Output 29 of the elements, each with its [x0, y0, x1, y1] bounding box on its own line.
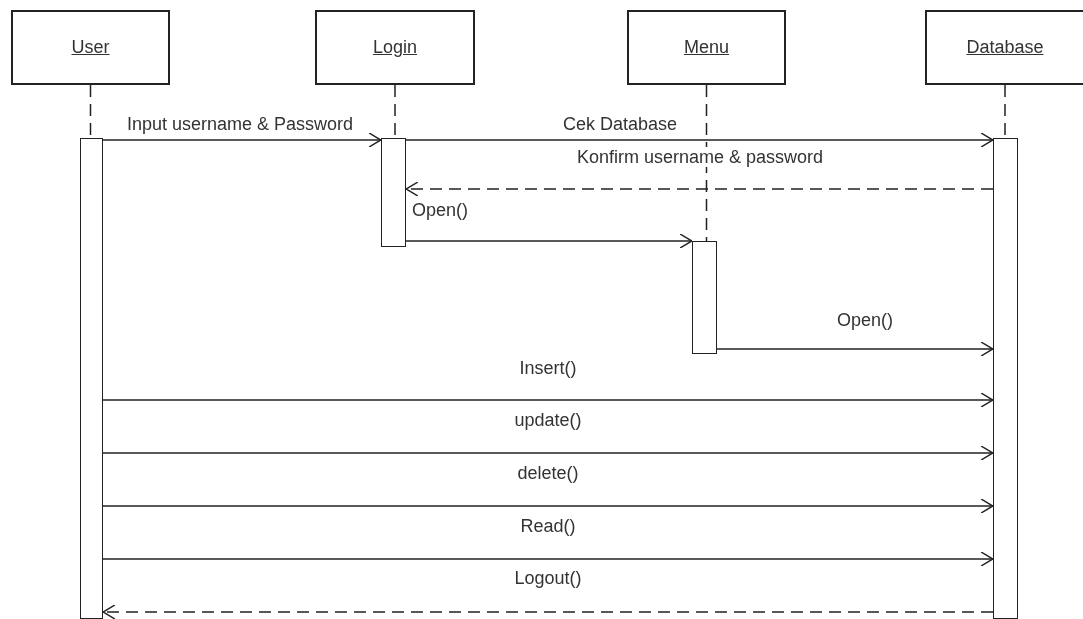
message-label: Open()	[410, 200, 470, 220]
message-label: delete()	[515, 463, 581, 483]
message-label: Logout()	[512, 568, 584, 588]
message-arrow	[102, 498, 994, 514]
message-arrow	[102, 392, 994, 408]
message-arrow	[405, 233, 693, 249]
message-arrow	[405, 132, 994, 148]
activation-bar	[80, 138, 103, 619]
participant-name: Login	[372, 37, 417, 58]
participant-name: Database	[966, 37, 1044, 58]
message-arrow	[405, 181, 994, 197]
message-arrow	[102, 445, 994, 461]
activation-bar	[692, 241, 717, 354]
participant-box	[315, 10, 475, 85]
participant-name: Menu	[684, 37, 729, 58]
message-arrow	[102, 132, 382, 148]
message-label: Open()	[835, 310, 895, 330]
participant-name: User	[71, 37, 110, 58]
participant-box	[925, 10, 1083, 85]
message-arrow	[102, 604, 994, 619]
activation-bar	[381, 138, 406, 247]
participant-box	[627, 10, 786, 85]
lifeline	[705, 84, 708, 242]
message-label: Read()	[518, 516, 578, 536]
message-arrow	[102, 551, 994, 567]
message-label: update()	[512, 410, 584, 430]
activation-bar	[993, 138, 1018, 619]
message-arrow	[716, 341, 994, 357]
participant-box	[11, 10, 170, 85]
